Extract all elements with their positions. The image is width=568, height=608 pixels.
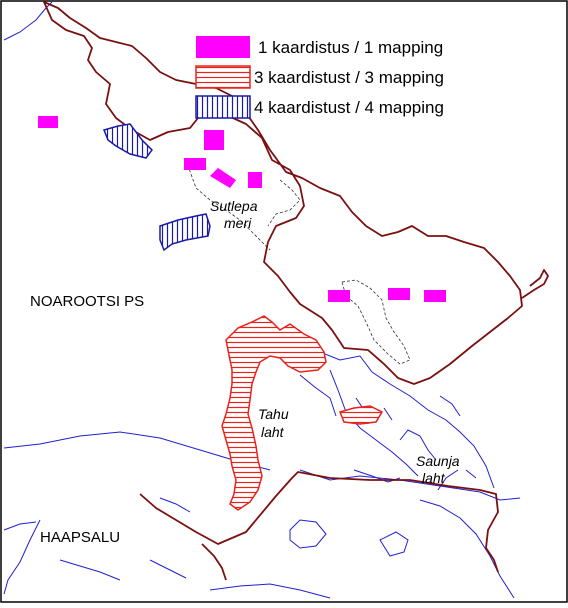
place-label-haapsalu: HAAPSALU [40, 529, 120, 546]
single-area [248, 172, 262, 188]
quad-mapping-areas [102, 123, 211, 252]
triple-mapping-areas [221, 315, 384, 511]
single-area [424, 290, 446, 302]
single-area [388, 288, 410, 300]
legend-label-single: 1 kaardistus / 1 mapping [258, 38, 443, 57]
water-label-saunja-1: Saunja [416, 453, 460, 469]
single-area [204, 130, 224, 150]
water-label-saunja-2: laht [422, 470, 446, 486]
legend-label-quad: 4 kaardistust / 4 mapping [254, 98, 444, 117]
legend-swatch-single [196, 36, 250, 58]
triple-area-east [338, 405, 384, 425]
water-label-tahu-2: laht [261, 424, 285, 440]
single-area [328, 290, 350, 302]
water-label-sutlepa-1: Sutlepa [210, 198, 258, 214]
single-area [210, 168, 236, 188]
shoreline-layer [3, 1, 521, 599]
single-mapping-areas [38, 116, 446, 302]
water-label-tahu-1: Tahu [258, 406, 289, 422]
triple-area-tahu [221, 315, 327, 511]
quad-area-south [159, 213, 211, 252]
legend-swatch-quad [195, 95, 251, 119]
single-area [184, 158, 206, 170]
place-label-noarootsi: NOAROOTSI PS [30, 293, 144, 310]
legend-swatch-triple [195, 65, 251, 89]
legend-label-triple: 3 kaardistust / 3 mapping [254, 68, 444, 87]
single-area [38, 116, 58, 128]
quad-area-north [102, 123, 153, 159]
legend: 1 kaardistus / 1 mapping 3 kaardistust /… [195, 36, 444, 119]
water-label-sutlepa-2: meri [224, 215, 252, 231]
dashed-lines [185, 159, 411, 365]
